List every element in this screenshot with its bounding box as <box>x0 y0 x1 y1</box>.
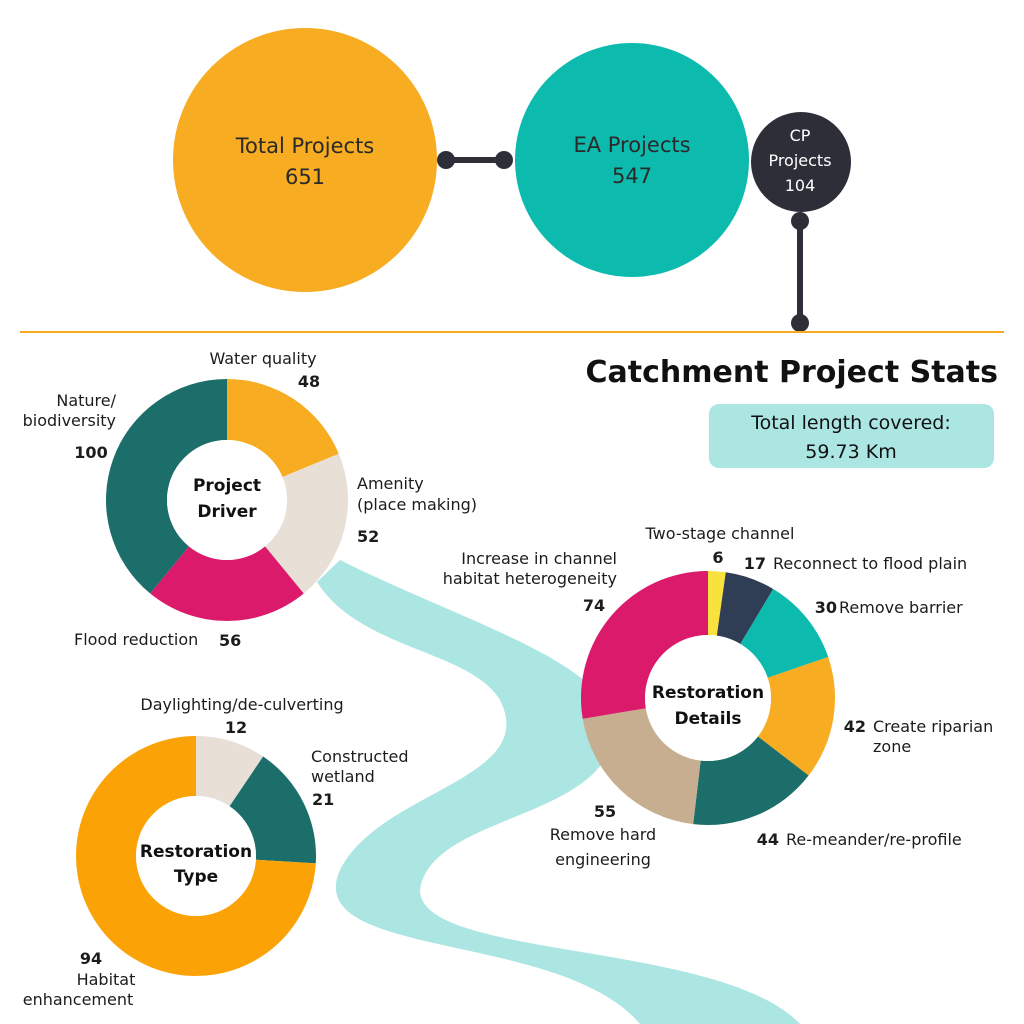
donut-slice <box>196 736 264 807</box>
slice-value: 30 <box>815 598 837 617</box>
slice-label: Reconnect to flood plain <box>773 554 967 573</box>
slice-label: habitat heterogeneity <box>443 569 617 588</box>
cp-projects-label: Projects <box>768 151 831 170</box>
slice-label: Water quality <box>209 349 316 368</box>
donut-slice <box>716 572 774 644</box>
slice-value: 44 <box>757 830 779 849</box>
restoration-type-title: Restoration <box>140 842 252 862</box>
donut-slice <box>757 657 835 776</box>
donut-slice <box>740 589 829 678</box>
slice-label: Daylighting/de-culverting <box>140 695 343 714</box>
donut-slice <box>227 379 339 478</box>
donut-slice <box>229 756 316 864</box>
summary-bubbles: Total Projects 651 EA Projects 547 CP Pr… <box>173 28 851 332</box>
slice-label: Flood reduction <box>74 630 198 649</box>
total-projects-value: 651 <box>285 165 325 189</box>
project-driver-title: Driver <box>197 502 257 522</box>
slice-value: 42 <box>844 717 866 736</box>
slice-label: Remove hard <box>550 825 656 844</box>
connector-dot <box>437 151 455 169</box>
slice-label: Increase in channel <box>461 549 617 568</box>
slice-value: 100 <box>74 443 107 462</box>
slice-label: Nature/ <box>56 391 116 410</box>
ea-projects-value: 547 <box>612 164 652 188</box>
length-label: Total length covered: <box>750 412 951 434</box>
slice-label: Create riparian <box>873 717 993 736</box>
slice-value: 56 <box>219 631 241 650</box>
donut-slice <box>76 736 316 976</box>
restoration-details-donut <box>581 571 835 825</box>
slice-value: 74 <box>583 596 605 615</box>
donut-slice <box>708 571 726 636</box>
slice-label: Two-stage channel <box>645 524 795 543</box>
slice-label: wetland <box>311 767 375 786</box>
ea-projects-bubble <box>515 43 749 277</box>
slice-value: 55 <box>594 802 616 821</box>
restoration-details-title: Details <box>674 709 741 729</box>
river-shape <box>317 560 800 1024</box>
page-title: Catchment Project Stats <box>586 355 998 390</box>
slice-value: 12 <box>225 718 247 737</box>
slice-value: 94 <box>80 949 102 968</box>
project-driver-donut <box>106 378 348 621</box>
project-driver-title: Project <box>193 476 261 496</box>
slice-label: enhancement <box>23 990 134 1009</box>
donut-slice <box>150 546 304 621</box>
donut-hole <box>136 796 256 916</box>
total-projects-bubble <box>173 28 437 292</box>
donut-slice <box>106 378 227 594</box>
slice-label: (place making) <box>357 495 477 514</box>
slice-label: Amenity <box>357 474 424 493</box>
restoration-type-donut <box>76 736 316 976</box>
length-box <box>709 404 994 468</box>
slice-value: 17 <box>744 554 766 573</box>
donut-slice <box>582 708 701 825</box>
total-projects-label: Total Projects <box>235 134 375 158</box>
connector-dot <box>791 212 809 230</box>
slice-label: biodiversity <box>23 411 116 430</box>
slice-value: 52 <box>357 527 379 546</box>
slice-label: zone <box>873 737 911 756</box>
slice-label: Re-meander/re-profile <box>786 830 962 849</box>
donut-slice <box>265 453 348 594</box>
slice-label: engineering <box>555 850 651 869</box>
cp-projects-bubble <box>751 112 851 212</box>
donut-slice <box>693 736 809 825</box>
length-value: 59.73 Km <box>805 441 896 463</box>
slice-label: Remove barrier <box>839 598 963 617</box>
restoration-details-title: Restoration <box>652 683 764 703</box>
ea-projects-label: EA Projects <box>573 133 690 157</box>
cp-projects-value: 104 <box>785 176 816 195</box>
donut-hole <box>645 635 771 761</box>
donut-slice <box>581 571 708 719</box>
slice-value: 6 <box>712 548 723 567</box>
slice-value: 48 <box>298 372 320 391</box>
slice-label: Habitat <box>77 970 136 989</box>
connector-dot <box>495 151 513 169</box>
donut-hole <box>167 440 287 560</box>
restoration-type-title: Type <box>174 867 218 887</box>
slice-label: Constructed <box>311 747 409 766</box>
cp-projects-label: CP <box>790 126 811 145</box>
connector-dot <box>791 314 809 332</box>
slice-value: 21 <box>312 790 334 809</box>
